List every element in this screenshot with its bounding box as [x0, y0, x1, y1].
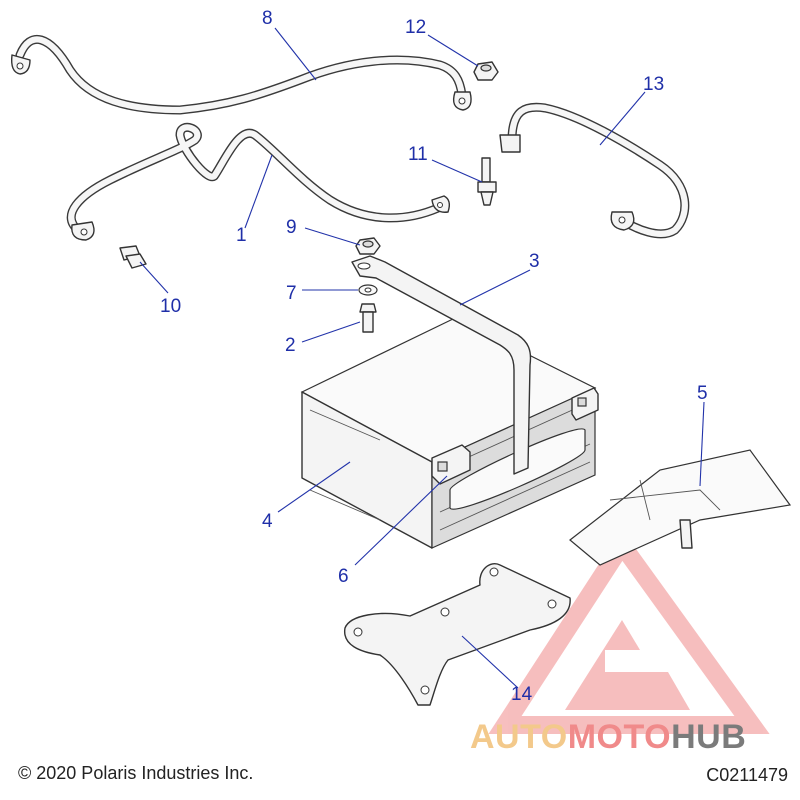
callout-7: 7: [286, 283, 297, 304]
battery-part-4: [300, 317, 599, 549]
callout-3: 3: [529, 251, 540, 272]
callout-2: 2: [285, 335, 296, 356]
watermark-wordmark: AUTOMOTOHUB: [470, 718, 746, 757]
watermark-logo: [488, 529, 770, 734]
leader-lines: [139, 27, 705, 689]
callout-4: 4: [262, 511, 273, 532]
callout-8: 8: [262, 8, 273, 29]
callout-11: 11: [408, 144, 428, 165]
bolt-part-2: [359, 303, 377, 333]
battery-cable-part-1: [66, 122, 451, 241]
callout-13: 13: [643, 74, 664, 95]
drawing-code: C0211479: [706, 765, 788, 785]
bolt-part-10: [119, 245, 147, 269]
copyright-notice: © 2020 Polaris Industries Inc.: [18, 763, 254, 783]
battery-bracket-part-14: [344, 563, 571, 706]
watermark-part-hub: HUB: [671, 718, 747, 756]
callout-14: 14: [511, 684, 533, 705]
callout-5: 5: [697, 383, 708, 404]
washer-part-7: [358, 284, 378, 296]
callout-1: 1: [236, 225, 247, 246]
battery-cable-part-13: [499, 102, 690, 239]
nut-part-12: [473, 61, 499, 81]
watermark-part-auto: AUTO: [470, 718, 568, 756]
hold-down-strap-part-3: [351, 255, 532, 475]
nut-part-9: [355, 237, 381, 255]
bolt-part-11: [477, 157, 497, 206]
callout-10: 10: [160, 296, 181, 317]
callout-6: 6: [338, 566, 349, 587]
battery-cable-part-8: [10, 34, 472, 115]
watermark-part-moto: MOTO: [567, 718, 672, 756]
callout-12: 12: [405, 17, 426, 38]
battery-pad-part-5: [569, 449, 792, 566]
callout-labels: 1 2 3 4 5 6 7 8 9 10 11 12 13 14: [160, 8, 708, 705]
callout-9: 9: [286, 217, 297, 238]
